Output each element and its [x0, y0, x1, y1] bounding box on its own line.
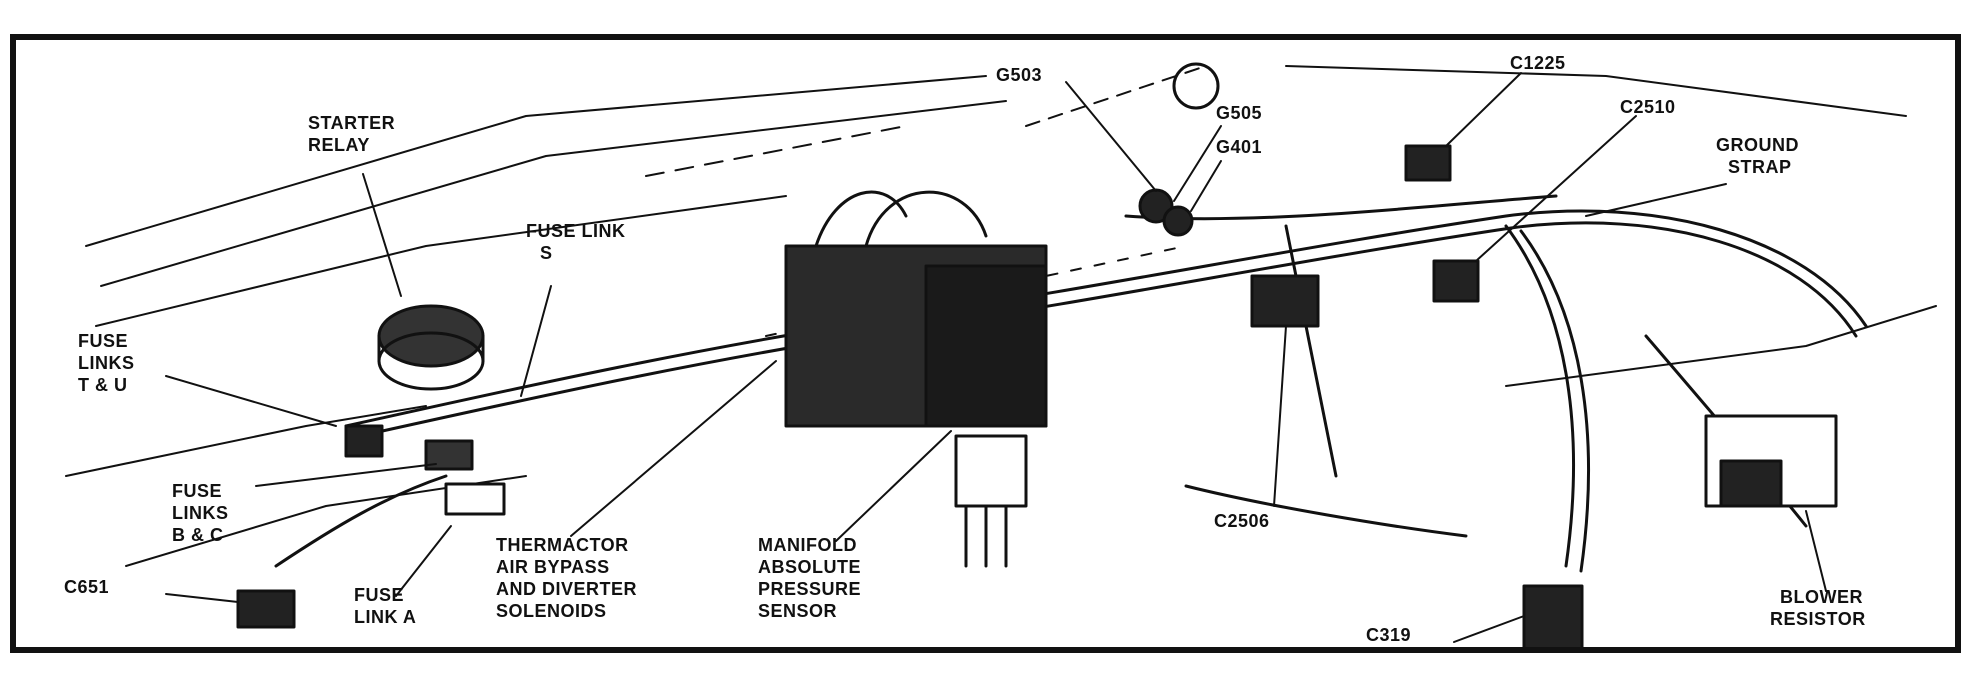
label-line: LINKS — [78, 353, 135, 373]
label-line: MANIFOLD — [758, 535, 857, 555]
label-g505: G505 — [1216, 102, 1262, 124]
label-line: SOLENOIDS — [496, 601, 607, 621]
label-line: C651 — [64, 577, 110, 597]
label-fuse-links-tu: FUSE LINKS T & U — [78, 330, 135, 396]
label-line: T & U — [78, 375, 128, 395]
label-line: RELAY — [308, 135, 370, 155]
label-line: STARTER — [308, 113, 396, 133]
label-line: C319 — [1366, 625, 1412, 645]
label-c1225: C1225 — [1510, 52, 1566, 74]
label-fuse-links-bc: FUSE LINKS B & C — [172, 480, 229, 546]
diagram-frame: STARTER RELAY FUSE LINK S FUSE LINKS T &… — [10, 34, 1961, 653]
label-starter-relay: STARTER RELAY — [308, 112, 395, 156]
label-line: STRAP — [1728, 157, 1792, 177]
label-c2506: C2506 — [1214, 510, 1270, 532]
label-line: C2506 — [1214, 511, 1270, 531]
label-thermactor-solenoids: THERMACTOR AIR BYPASS AND DIVERTER SOLEN… — [496, 534, 637, 622]
label-line: FUSE — [172, 481, 223, 501]
label-c651: C651 — [64, 576, 109, 598]
label-line: THERMACTOR — [496, 535, 629, 555]
leader-lines — [165, 72, 1827, 643]
label-line: LINKS — [172, 503, 229, 523]
label-line: AND DIVERTER — [496, 579, 638, 599]
label-line: BLOWER — [1780, 587, 1863, 607]
label-c2510: C2510 — [1620, 96, 1676, 118]
engine-wiring-illustration — [65, 62, 1937, 647]
label-line: FUSE LINK — [526, 221, 626, 241]
label-line: PRESSURE — [758, 579, 862, 599]
label-fuse-link-s: FUSE LINK S — [526, 220, 626, 264]
label-manifold-sensor: MANIFOLD ABSOLUTE PRESSURE SENSOR — [758, 534, 861, 622]
label-c319: C319 — [1366, 624, 1411, 646]
solenoid-block-shape — [784, 190, 1048, 568]
starter-relay-shape — [377, 304, 485, 391]
label-fuse-link-a: FUSE LINK A — [354, 584, 416, 628]
label-g503: G503 — [996, 64, 1042, 86]
connector-shapes — [236, 62, 1838, 647]
label-line: SENSOR — [758, 601, 838, 621]
label-line: RESISTOR — [1770, 609, 1866, 629]
label-line: FUSE — [354, 585, 405, 605]
wiring-harness — [274, 194, 1868, 573]
label-line: ABSOLUTE — [758, 557, 861, 577]
label-line: FUSE — [78, 331, 129, 351]
label-g401: G401 — [1216, 136, 1262, 158]
label-line: C1225 — [1510, 53, 1566, 73]
label-line: B & C — [172, 525, 224, 545]
label-ground-strap: GROUND STRAP — [1716, 134, 1799, 178]
label-line: LINK A — [354, 607, 417, 627]
label-line: G505 — [1216, 103, 1263, 123]
label-blower-resistor: BLOWER RESISTOR — [1770, 586, 1866, 630]
label-line: C2510 — [1620, 97, 1676, 117]
label-line: G503 — [996, 65, 1043, 85]
label-line: S — [540, 243, 553, 263]
label-line: GROUND — [1716, 135, 1799, 155]
label-line: G401 — [1216, 137, 1263, 157]
label-line: AIR BYPASS — [496, 557, 610, 577]
